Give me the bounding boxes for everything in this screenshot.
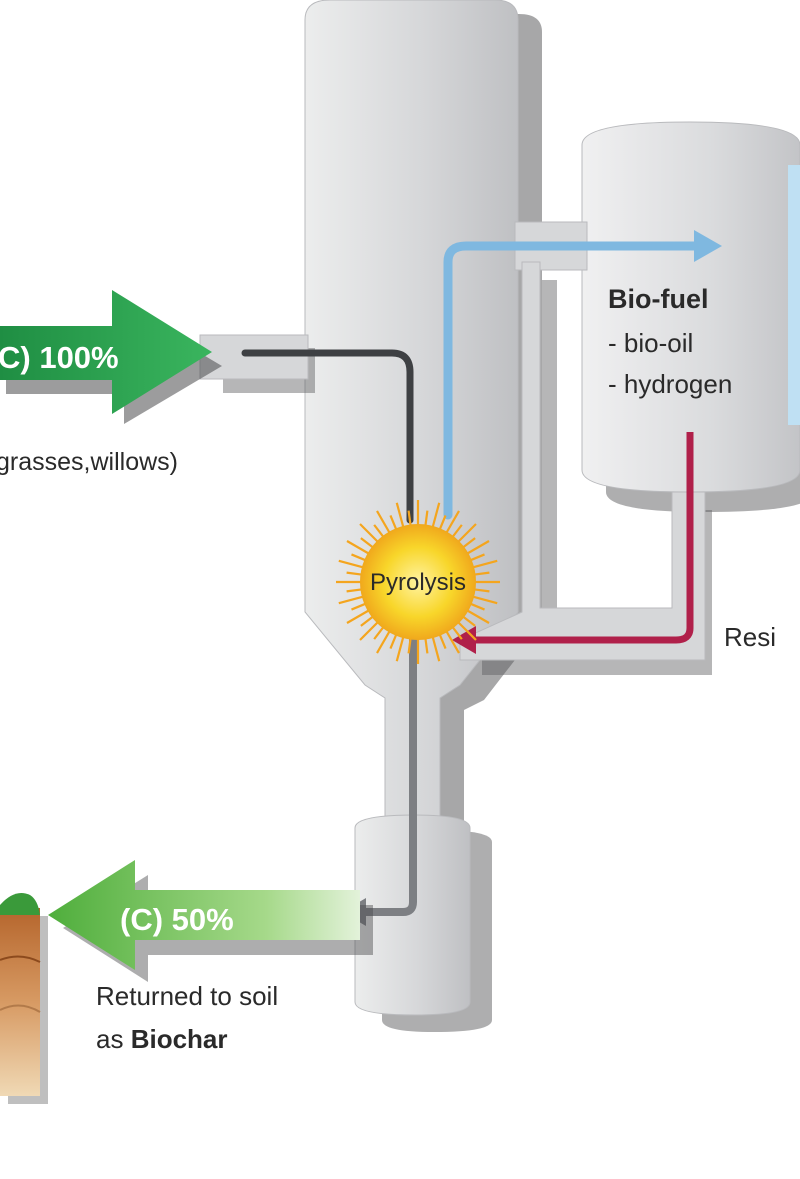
input-carbon-label: C) 100% [0,340,119,375]
pyrolysis-label: Pyrolysis [370,569,466,596]
output-carbon-label: (C) 50% [120,902,234,937]
bio-fuel-title: Bio-fuel [608,284,709,314]
output-caption-line1: Returned to soil [96,981,278,1011]
reactor-vessel [305,0,542,850]
output-caption-line2: as Biochar [96,1024,228,1054]
input-feedstock-caption: grasses,willows) [0,448,178,476]
residue-label: Resi [724,622,776,652]
bio-fuel-item: - hydrogen [608,369,732,399]
output-caption-biochar: Biochar [131,1024,228,1054]
soil-sample [0,893,48,1104]
biochar-collector [355,815,492,1032]
bio-fuel-item: - bio-oil [608,328,693,358]
output-caption-prefix: as [96,1024,131,1054]
